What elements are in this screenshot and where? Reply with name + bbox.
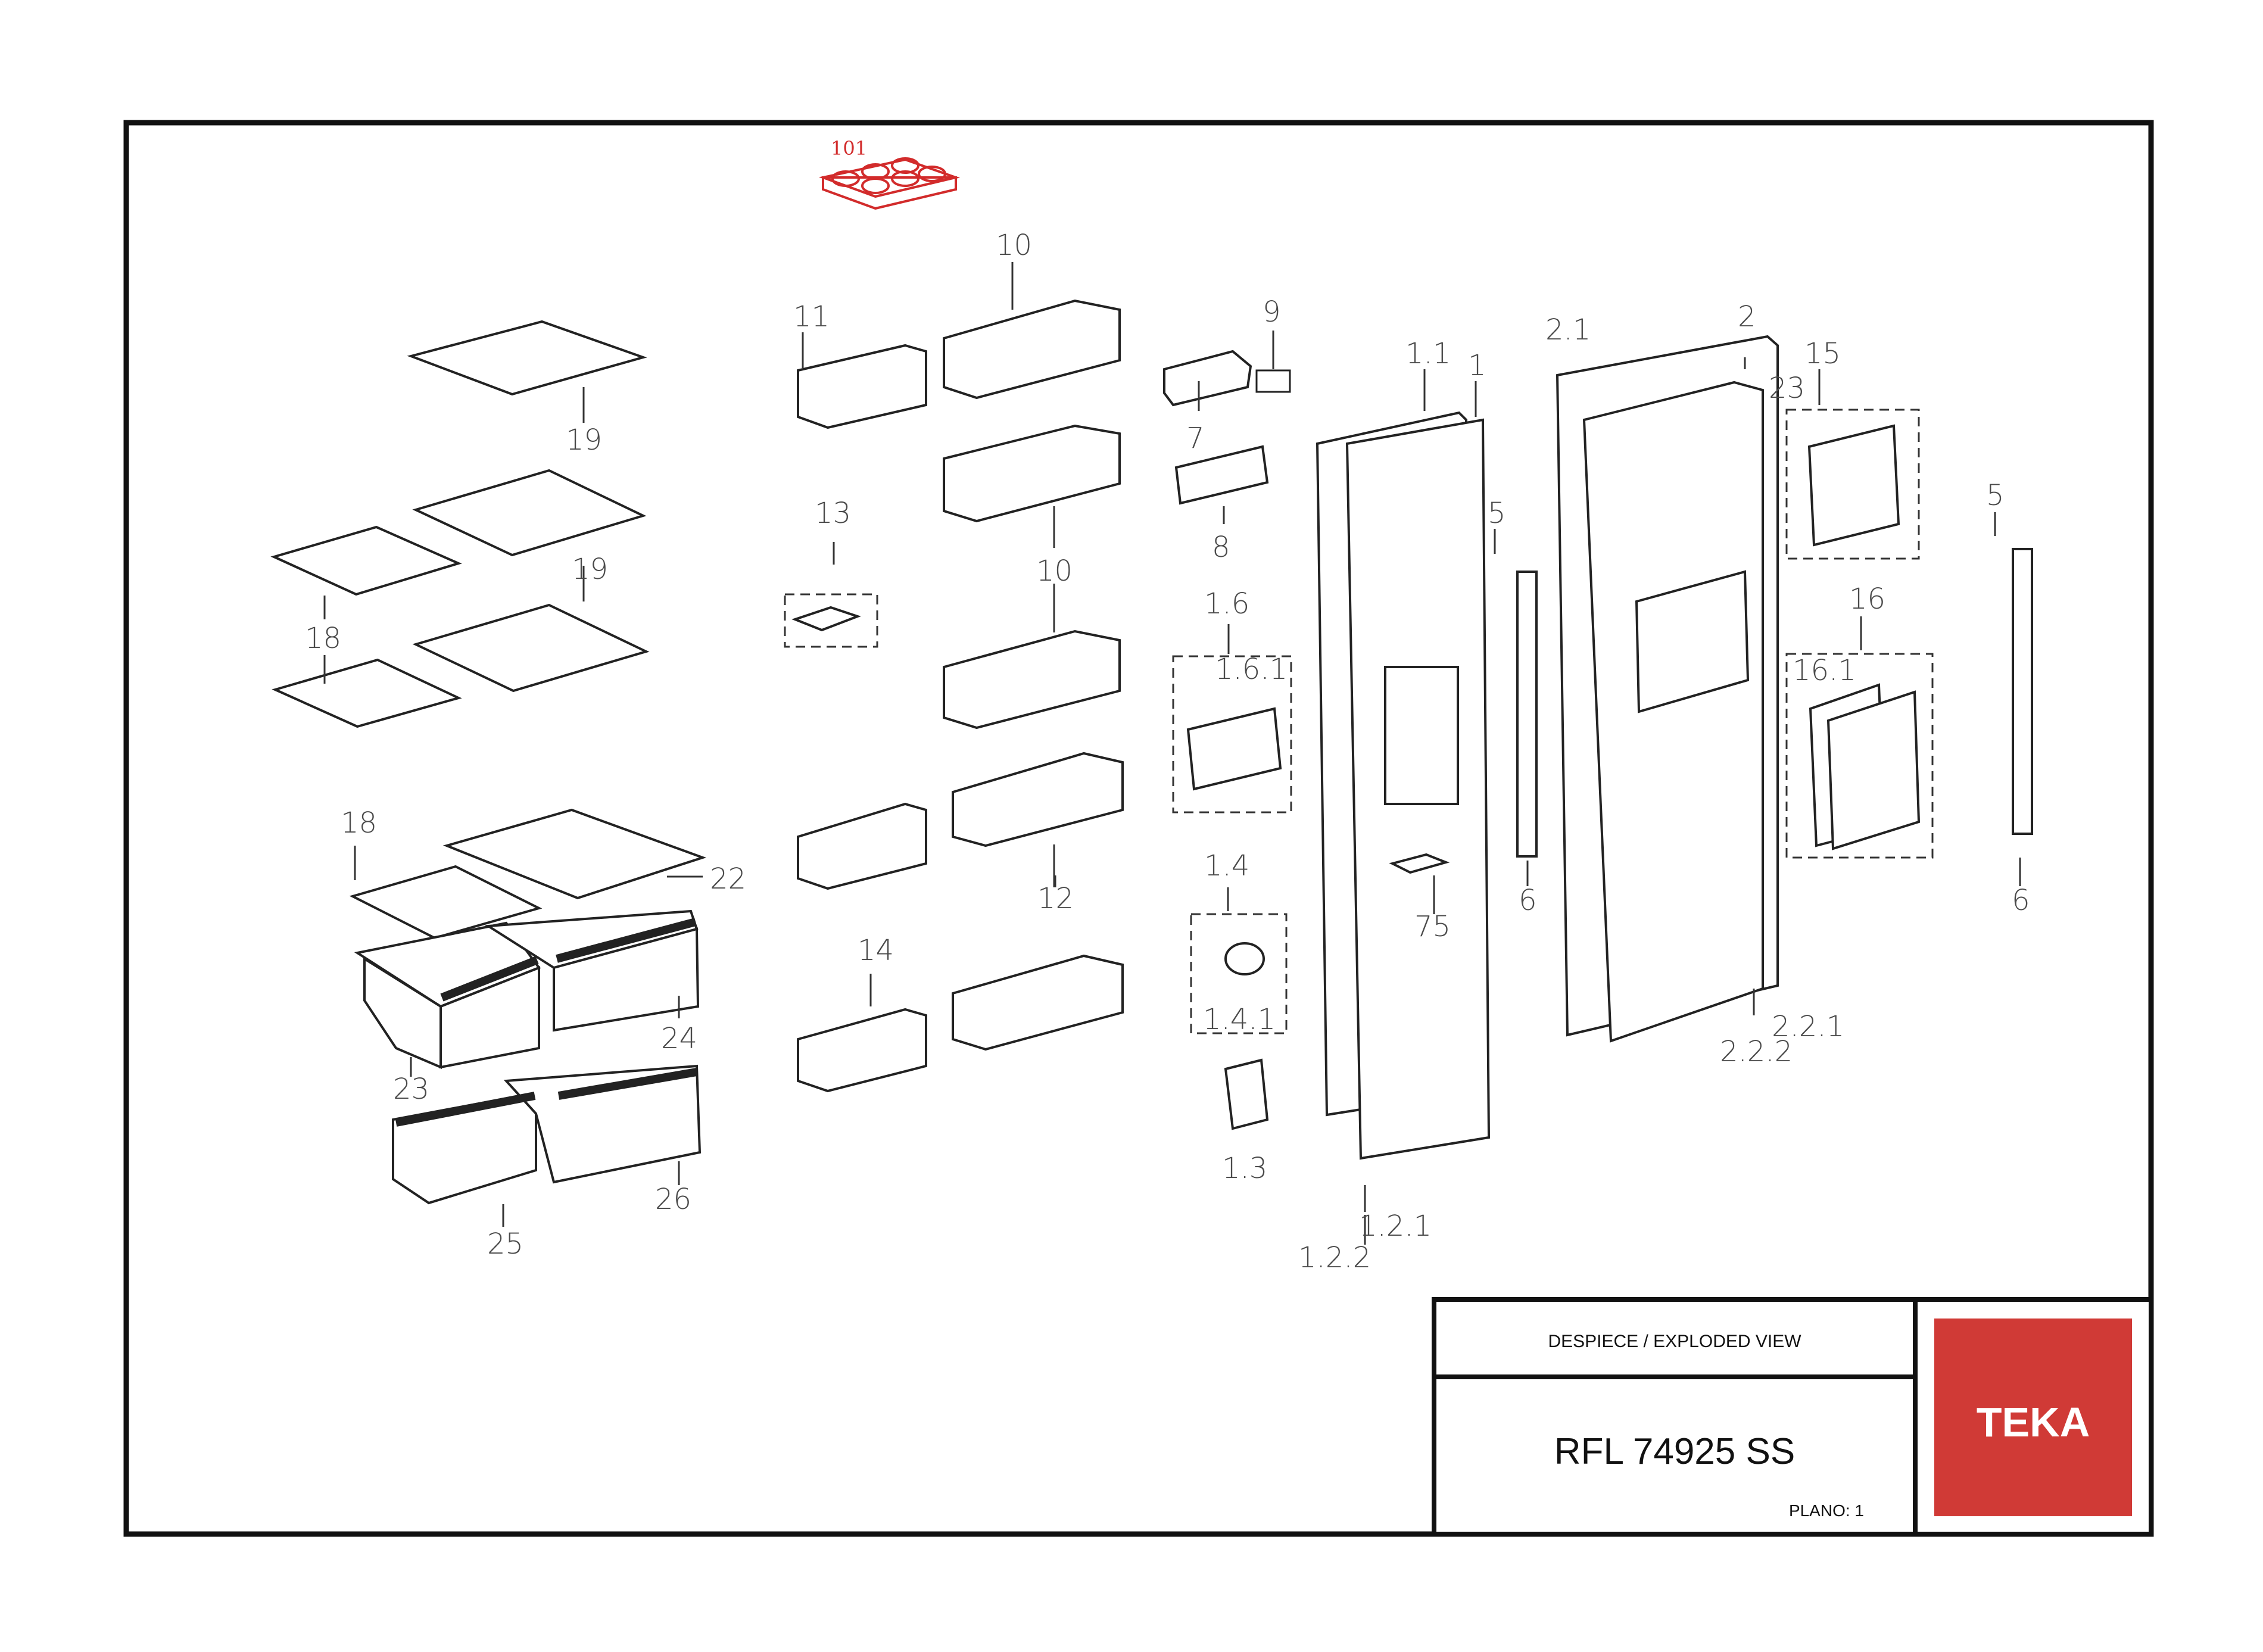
part-1-4-group [1190, 913, 1288, 1034]
callout-5-right: 5 [1986, 479, 2005, 512]
part-15-shape [1807, 424, 1900, 547]
title-heading: DESPIECE / EXPLODED VIEW [1548, 1332, 1801, 1351]
callout-1-2-2: 1.2.2 [1298, 1241, 1371, 1274]
leader-lines-crisper [354, 846, 703, 1227]
callout-2: 2 [1738, 300, 1756, 333]
callout-15: 15 [1804, 337, 1841, 370]
callout-10-top: 10 [996, 229, 1032, 262]
teka-logo-text: TEKA [1977, 1399, 2090, 1445]
part-8-cover [1174, 445, 1269, 505]
part-16-1-shape [1826, 690, 1921, 850]
callout-1-4: 1.4 [1204, 849, 1249, 883]
part-13-group [784, 593, 878, 648]
leader-lines-right-door [1744, 357, 2021, 1015]
callout-2-1: 2.1 [1545, 313, 1591, 347]
callout-13: 13 [815, 497, 851, 530]
title-block [1432, 1297, 2153, 1536]
callout-25: 25 [487, 1227, 523, 1261]
leader-lines-bins [802, 262, 1056, 1006]
title-plano: PLANO: 1 [1789, 1501, 1864, 1520]
part-15-group [1785, 409, 1920, 560]
callout-6-right: 6 [2012, 884, 2030, 917]
callout-8: 8 [1212, 531, 1230, 564]
callout-26: 26 [655, 1183, 691, 1216]
callout-2-2-2: 2.2.2 [1720, 1035, 1793, 1068]
callout-7: 7 [1186, 422, 1205, 455]
callout-1-3: 1.3 [1222, 1152, 1267, 1185]
callout-11: 11 [793, 300, 830, 333]
callout-5-left: 5 [1488, 497, 1506, 530]
callout-24: 24 [661, 1022, 697, 1055]
part-1-6-assembly [1186, 707, 1282, 791]
callout-10-mid: 10 [1036, 554, 1073, 588]
callout-1-1: 1.1 [1405, 337, 1451, 370]
leader-lines-left-door [1364, 369, 1529, 1245]
callout-18-top: 18 [305, 622, 341, 655]
callout-18-bottom: 18 [341, 806, 377, 840]
egg-tray-highlight [818, 157, 961, 210]
door-bins [797, 299, 1124, 1093]
crisper-drawers [354, 909, 702, 1205]
part-9-switch [1255, 369, 1291, 393]
callout-1: 1 [1468, 349, 1486, 382]
callout-14-left: 14 [858, 934, 894, 967]
callout-1-4-1: 1.4.1 [1203, 1003, 1276, 1036]
right-door-handle [2012, 548, 2033, 835]
callout-75: 75 [1414, 910, 1451, 943]
drawer-handles [395, 918, 698, 1127]
callout-1-6: 1.6 [1204, 587, 1249, 621]
callout-9: 9 [1263, 295, 1281, 329]
leader-lines-7-8-9 [1198, 331, 1274, 524]
callout-6-left: 6 [1519, 884, 1537, 917]
callout-16: 16 [1849, 582, 1885, 616]
callout-12: 12 [1037, 882, 1074, 915]
callout-19-top: 19 [566, 423, 602, 457]
callout-16-1: 16.1 [1793, 654, 1856, 687]
title-model: RFL 74925 SS [1554, 1431, 1795, 1472]
callout-23-door: 23 [1769, 372, 1805, 405]
callout-2-2-1: 2.2.1 [1772, 1010, 1844, 1043]
right-door [1556, 335, 1779, 1043]
part-1-3-valve [1224, 1058, 1269, 1130]
leader-lines-shelves [323, 387, 585, 684]
part-1-6-group [1172, 655, 1292, 813]
glass-shelves [270, 320, 650, 728]
callout-101: 101 [831, 137, 867, 160]
callout-22: 22 [710, 862, 746, 896]
part-1-4-motor [1224, 942, 1265, 975]
drawing-frame [123, 120, 2154, 1537]
part-13-shape [791, 606, 861, 632]
left-door [1316, 411, 1491, 1160]
callout-labels: 101 10 11 9 7 8 19 19 18 18 13 10 1.6 1.… [305, 137, 2030, 1274]
crisper-covers [349, 808, 707, 940]
teka-logo-block [1934, 1319, 2132, 1516]
callout-1-6-1: 1.6.1 [1215, 653, 1288, 686]
part-7-board [1163, 350, 1252, 407]
callout-1-2-1: 1.2.1 [1359, 1210, 1432, 1243]
callout-19-mid: 19 [572, 553, 608, 586]
left-door-handle [1516, 571, 1538, 858]
callout-23: 23 [393, 1073, 429, 1106]
part-16-group [1785, 653, 1934, 859]
